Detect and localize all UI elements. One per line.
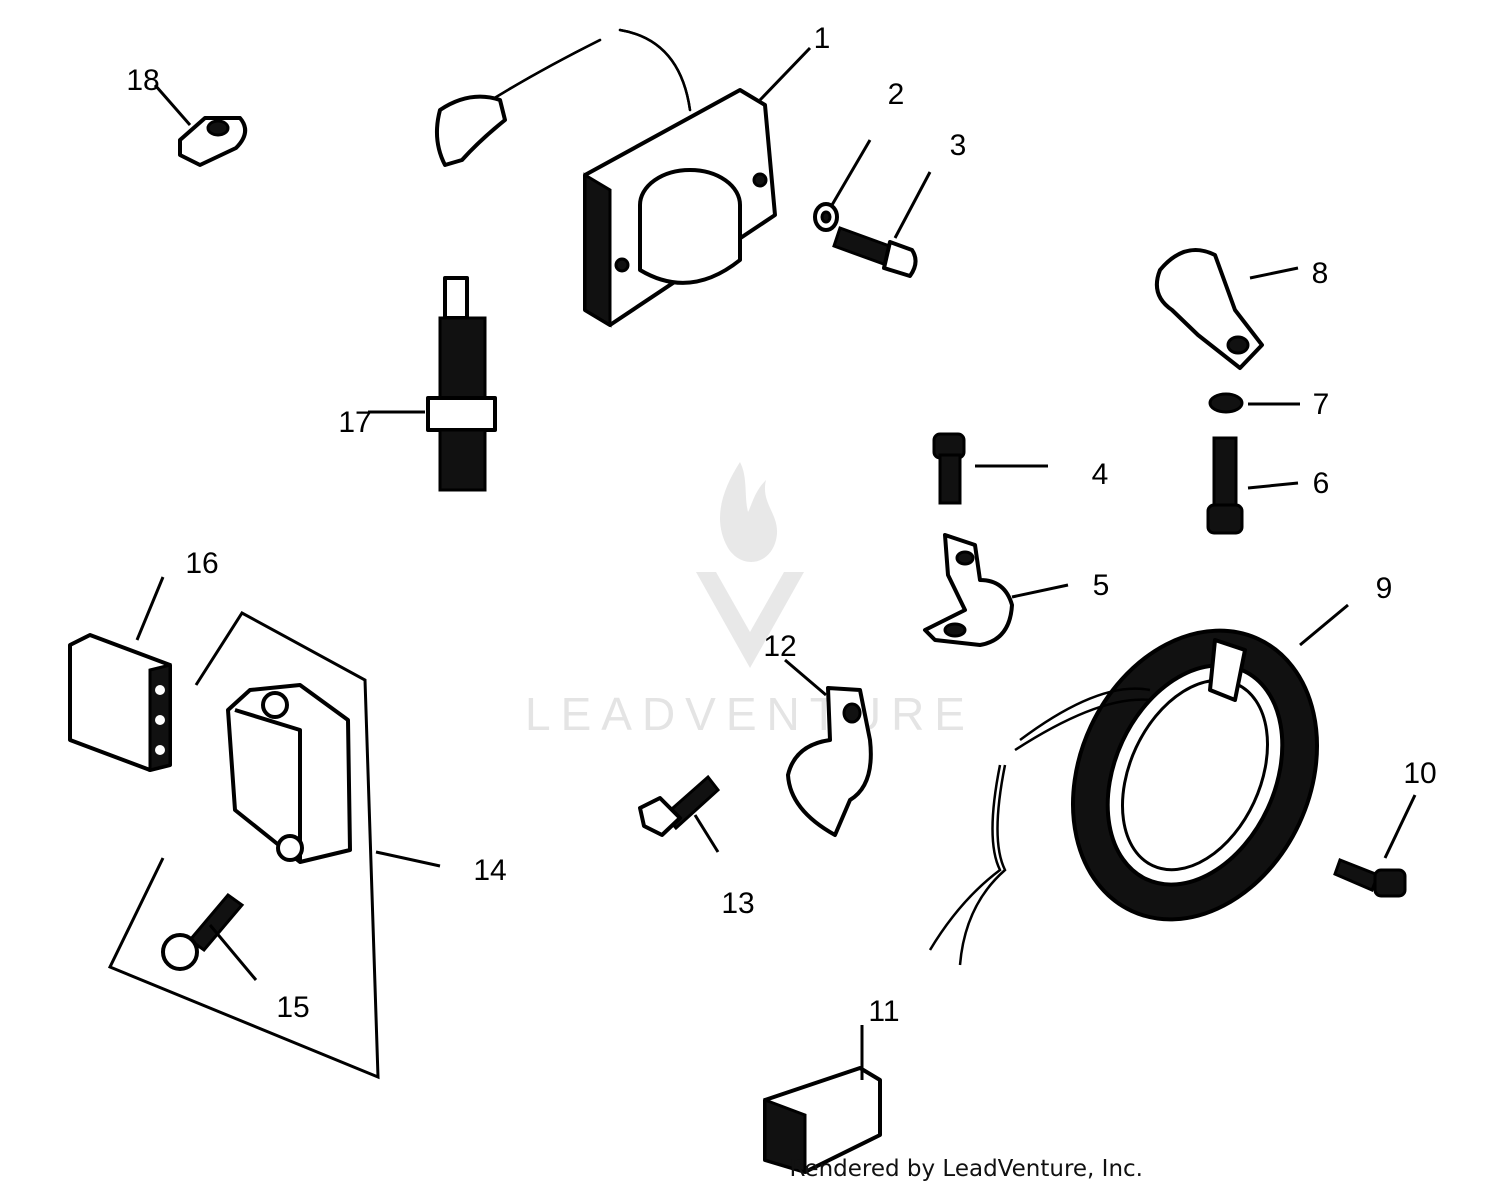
- part-6-screw: [1206, 436, 1244, 535]
- watermark-text: LEADVENTURE: [525, 688, 975, 740]
- part-17-spark-plug: [426, 276, 497, 492]
- part-15-screw: [161, 892, 245, 971]
- part-11-connector: [763, 1066, 882, 1175]
- part-5-bracket: [923, 533, 1014, 647]
- callout-15: 15: [276, 991, 309, 1024]
- callout-labels: 1 2 3 4 5 6 7 8 9 10 11 12 13 14 15 16 1…: [126, 22, 1436, 1028]
- callout-4: 4: [1092, 458, 1109, 491]
- callout-18: 18: [126, 64, 159, 97]
- callout-2: 2: [888, 78, 905, 111]
- part-8-clamp: [1155, 248, 1264, 370]
- part-9-stator: [928, 628, 1319, 966]
- part-14-regulator: [226, 683, 352, 864]
- callout-6: 6: [1313, 467, 1330, 500]
- callout-7: 7: [1313, 388, 1330, 421]
- leader-lines: [135, 46, 1417, 1080]
- credit-text: Rendered by LeadVenture, Inc.: [789, 1156, 1143, 1182]
- callout-17: 17: [338, 406, 371, 439]
- callout-8: 8: [1312, 257, 1329, 290]
- watermark-logo: [696, 462, 804, 668]
- part-18-clip: [178, 116, 248, 167]
- part-12-clamp: [786, 686, 873, 837]
- callout-16: 16: [185, 547, 218, 580]
- callout-3: 3: [950, 129, 967, 162]
- part-2-washer: [813, 202, 839, 232]
- callout-5: 5: [1093, 569, 1110, 602]
- part-4-screw: [932, 432, 966, 505]
- callout-14: 14: [473, 854, 506, 887]
- part-14-group-outline: [107, 611, 380, 1080]
- callout-13: 13: [721, 887, 754, 920]
- callout-11: 11: [868, 995, 899, 1028]
- part-3-bolt: [832, 226, 918, 278]
- callout-1: 1: [814, 22, 831, 55]
- part-16-rectifier: [68, 633, 172, 772]
- callout-12: 12: [763, 630, 796, 663]
- part-7-washer: [1208, 392, 1244, 414]
- part-10-screw: [1333, 858, 1407, 898]
- part-13-bolt: [638, 774, 721, 837]
- callout-9: 9: [1376, 572, 1393, 605]
- callout-10: 10: [1403, 757, 1436, 790]
- part-1-ignition-module: [434, 28, 777, 328]
